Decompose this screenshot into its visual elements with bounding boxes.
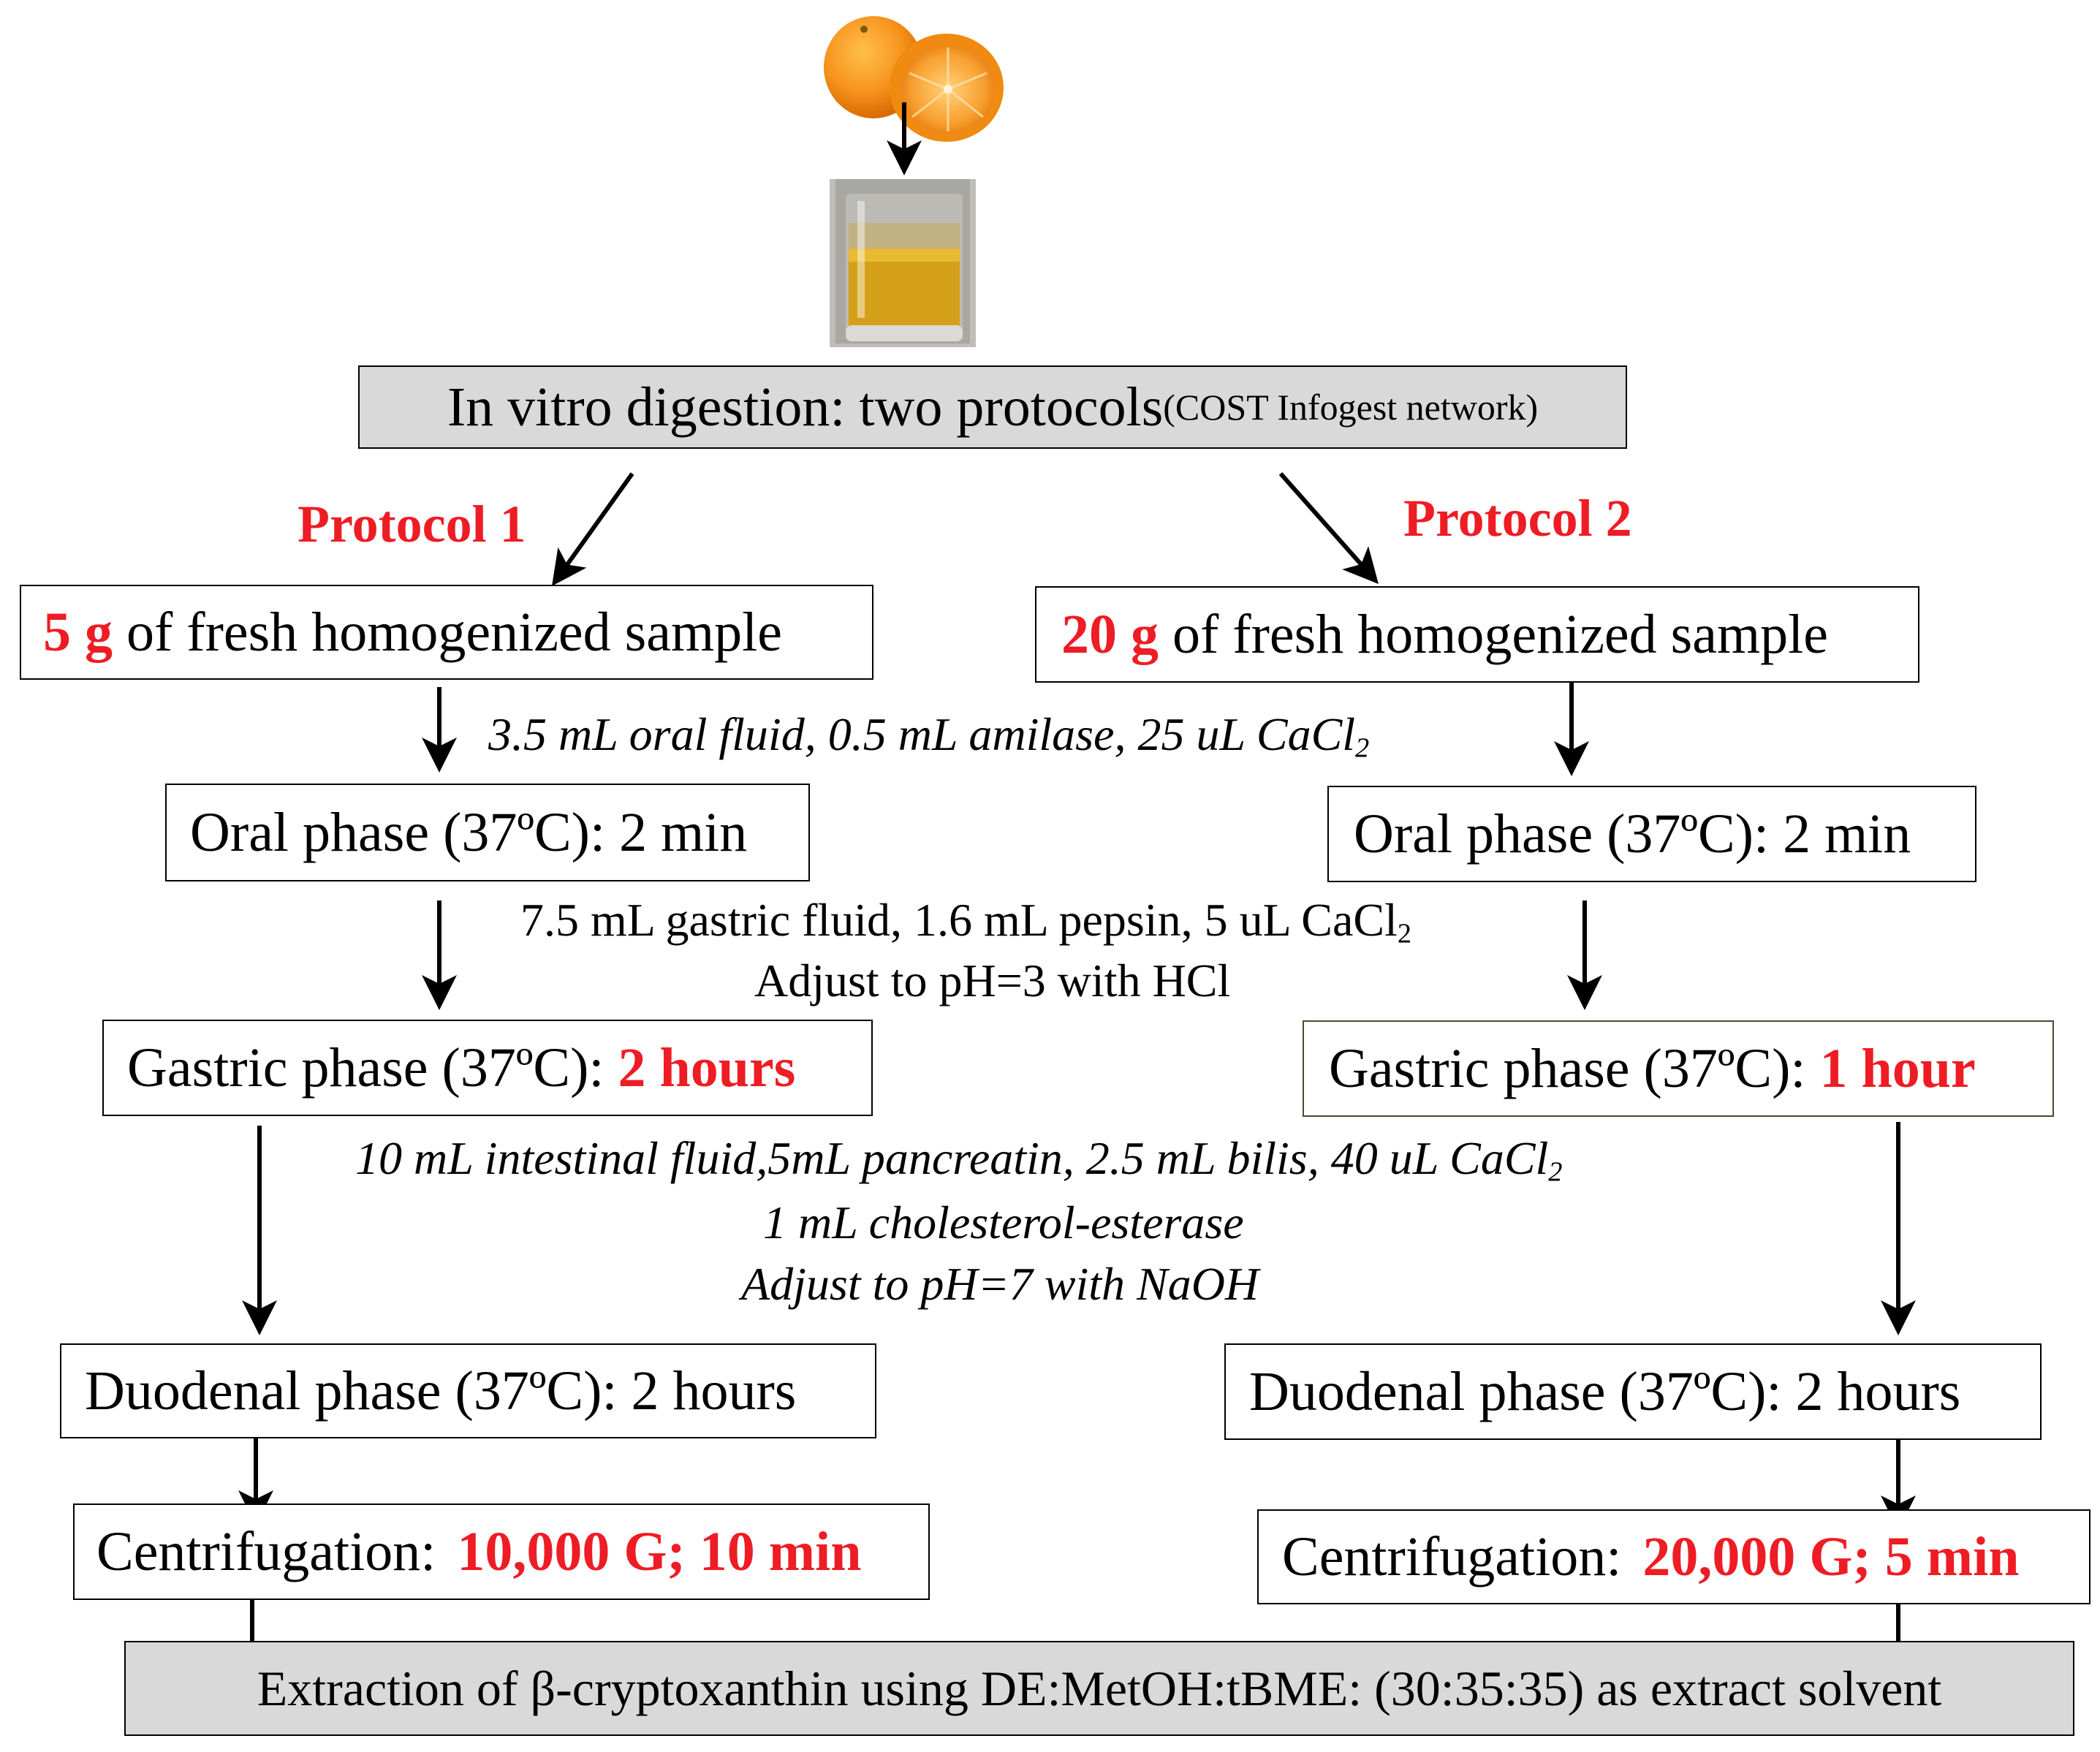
in-vitro-digestion-box: In vitro digestion: two protocols (COST … <box>358 365 1627 449</box>
p2-sample-text: of fresh homogenized sample <box>1159 603 1828 665</box>
p2-centrifugation-box: Centrifugation: 20,000 G; 5 min <box>1257 1509 2090 1604</box>
p1-gastric-phase-box: Gastric phase (37ºC): 2 hours <box>102 1020 873 1116</box>
oral-fluid-text: 3.5 mL oral fluid, 0.5 mL amilase, 25 uL… <box>488 708 1356 760</box>
intestinal-fluid-subscript: 2 <box>1548 1156 1563 1188</box>
cost-infogest-label: (COST Infogest network) <box>1163 387 1539 428</box>
p1-centrifugation-value: 10,000 G; 10 min <box>457 1520 862 1582</box>
gastric-fluid-subscript: 2 <box>1397 918 1412 949</box>
p2-oral-phase-box: Oral phase (37ºC): 2 min <box>1327 786 1976 882</box>
gastric-fluid-note: 7.5 mL gastric fluid, 1.6 mL pepsin, 5 u… <box>520 893 1411 950</box>
p1-duodenal-phase-text: Duodenal phase (37ºC): 2 hours <box>85 1359 797 1422</box>
extraction-box: Extraction of β-cryptoxanthin using DE:M… <box>124 1641 2074 1736</box>
p2-centrifugation-label: Centrifugation: <box>1282 1525 1636 1588</box>
oral-fluid-note: 3.5 mL oral fluid, 0.5 mL amilase, 25 uL… <box>488 708 1369 765</box>
intestinal-ph-note: Adjust to pH=7 with NaOH <box>741 1258 1259 1310</box>
arrow-to-protocol1 <box>552 472 634 586</box>
p2-duodenal-phase-box: Duodenal phase (37ºC): 2 hours <box>1224 1343 2042 1440</box>
p1-sample-box: 5 g of fresh homogenized sample <box>20 585 873 680</box>
p1-sample-text: of fresh homogenized sample <box>113 601 782 663</box>
oral-fluid-subscript: 2 <box>1355 732 1370 764</box>
orange-fruits-image <box>824 16 1004 142</box>
p2-gastric-phase-text: Gastric phase (37ºC): <box>1329 1037 1820 1099</box>
p2-duodenal-phase-text: Duodenal phase (37ºC): 2 hours <box>1249 1360 1961 1422</box>
p1-oral-phase-box: Oral phase (37ºC): 2 min <box>165 784 810 881</box>
p1-gastric-time: 2 hours <box>618 1036 796 1099</box>
protocol1-label: Protocol 1 <box>297 495 526 553</box>
in-vitro-title: In vitro digestion: two protocols <box>447 376 1164 438</box>
p1-duodenal-phase-box: Duodenal phase (37ºC): 2 hours <box>60 1343 876 1438</box>
intestinal-fluid-note: 10 mL intestinal fluid,5mL pancreatin, 2… <box>355 1131 1562 1188</box>
protocol2-label: Protocol 2 <box>1403 489 1632 547</box>
gastric-fluid-text: 7.5 mL gastric fluid, 1.6 mL pepsin, 5 u… <box>520 894 1398 946</box>
p2-sample-box: 20 g of fresh homogenized sample <box>1035 586 1919 683</box>
p2-sample-amount: 20 g <box>1061 603 1159 665</box>
p2-gastric-phase-box: Gastric phase (37ºC): 1 hour <box>1303 1020 2054 1117</box>
gastric-ph-note: Adjust to pH=3 with HCl <box>754 955 1231 1006</box>
p1-centrifugation-box: Centrifugation: 10,000 G; 10 min <box>73 1503 930 1600</box>
p1-sample-amount: 5 g <box>43 601 113 663</box>
p2-gastric-time: 1 hour <box>1819 1037 1976 1099</box>
p1-centrifugation-label: Centrifugation: <box>96 1520 450 1582</box>
arrow-to-protocol2 <box>1278 472 1379 584</box>
homogenate-beaker-image <box>830 179 976 347</box>
intestinal-fluid-text: 10 mL intestinal fluid,5mL pancreatin, 2… <box>355 1132 1549 1184</box>
p2-oral-phase-text: Oral phase (37ºC): 2 min <box>1354 803 1911 865</box>
extraction-text: Extraction of β-cryptoxanthin using DE:M… <box>257 1660 1942 1716</box>
p2-centrifugation-value: 20,000 G; 5 min <box>1642 1525 2020 1588</box>
p1-oral-phase-text: Oral phase (37ºC): 2 min <box>190 801 748 863</box>
cholesterol-esterase-note: 1 mL cholesterol-esterase <box>763 1197 1244 1248</box>
p1-gastric-phase-text: Gastric phase (37ºC): <box>127 1036 618 1099</box>
